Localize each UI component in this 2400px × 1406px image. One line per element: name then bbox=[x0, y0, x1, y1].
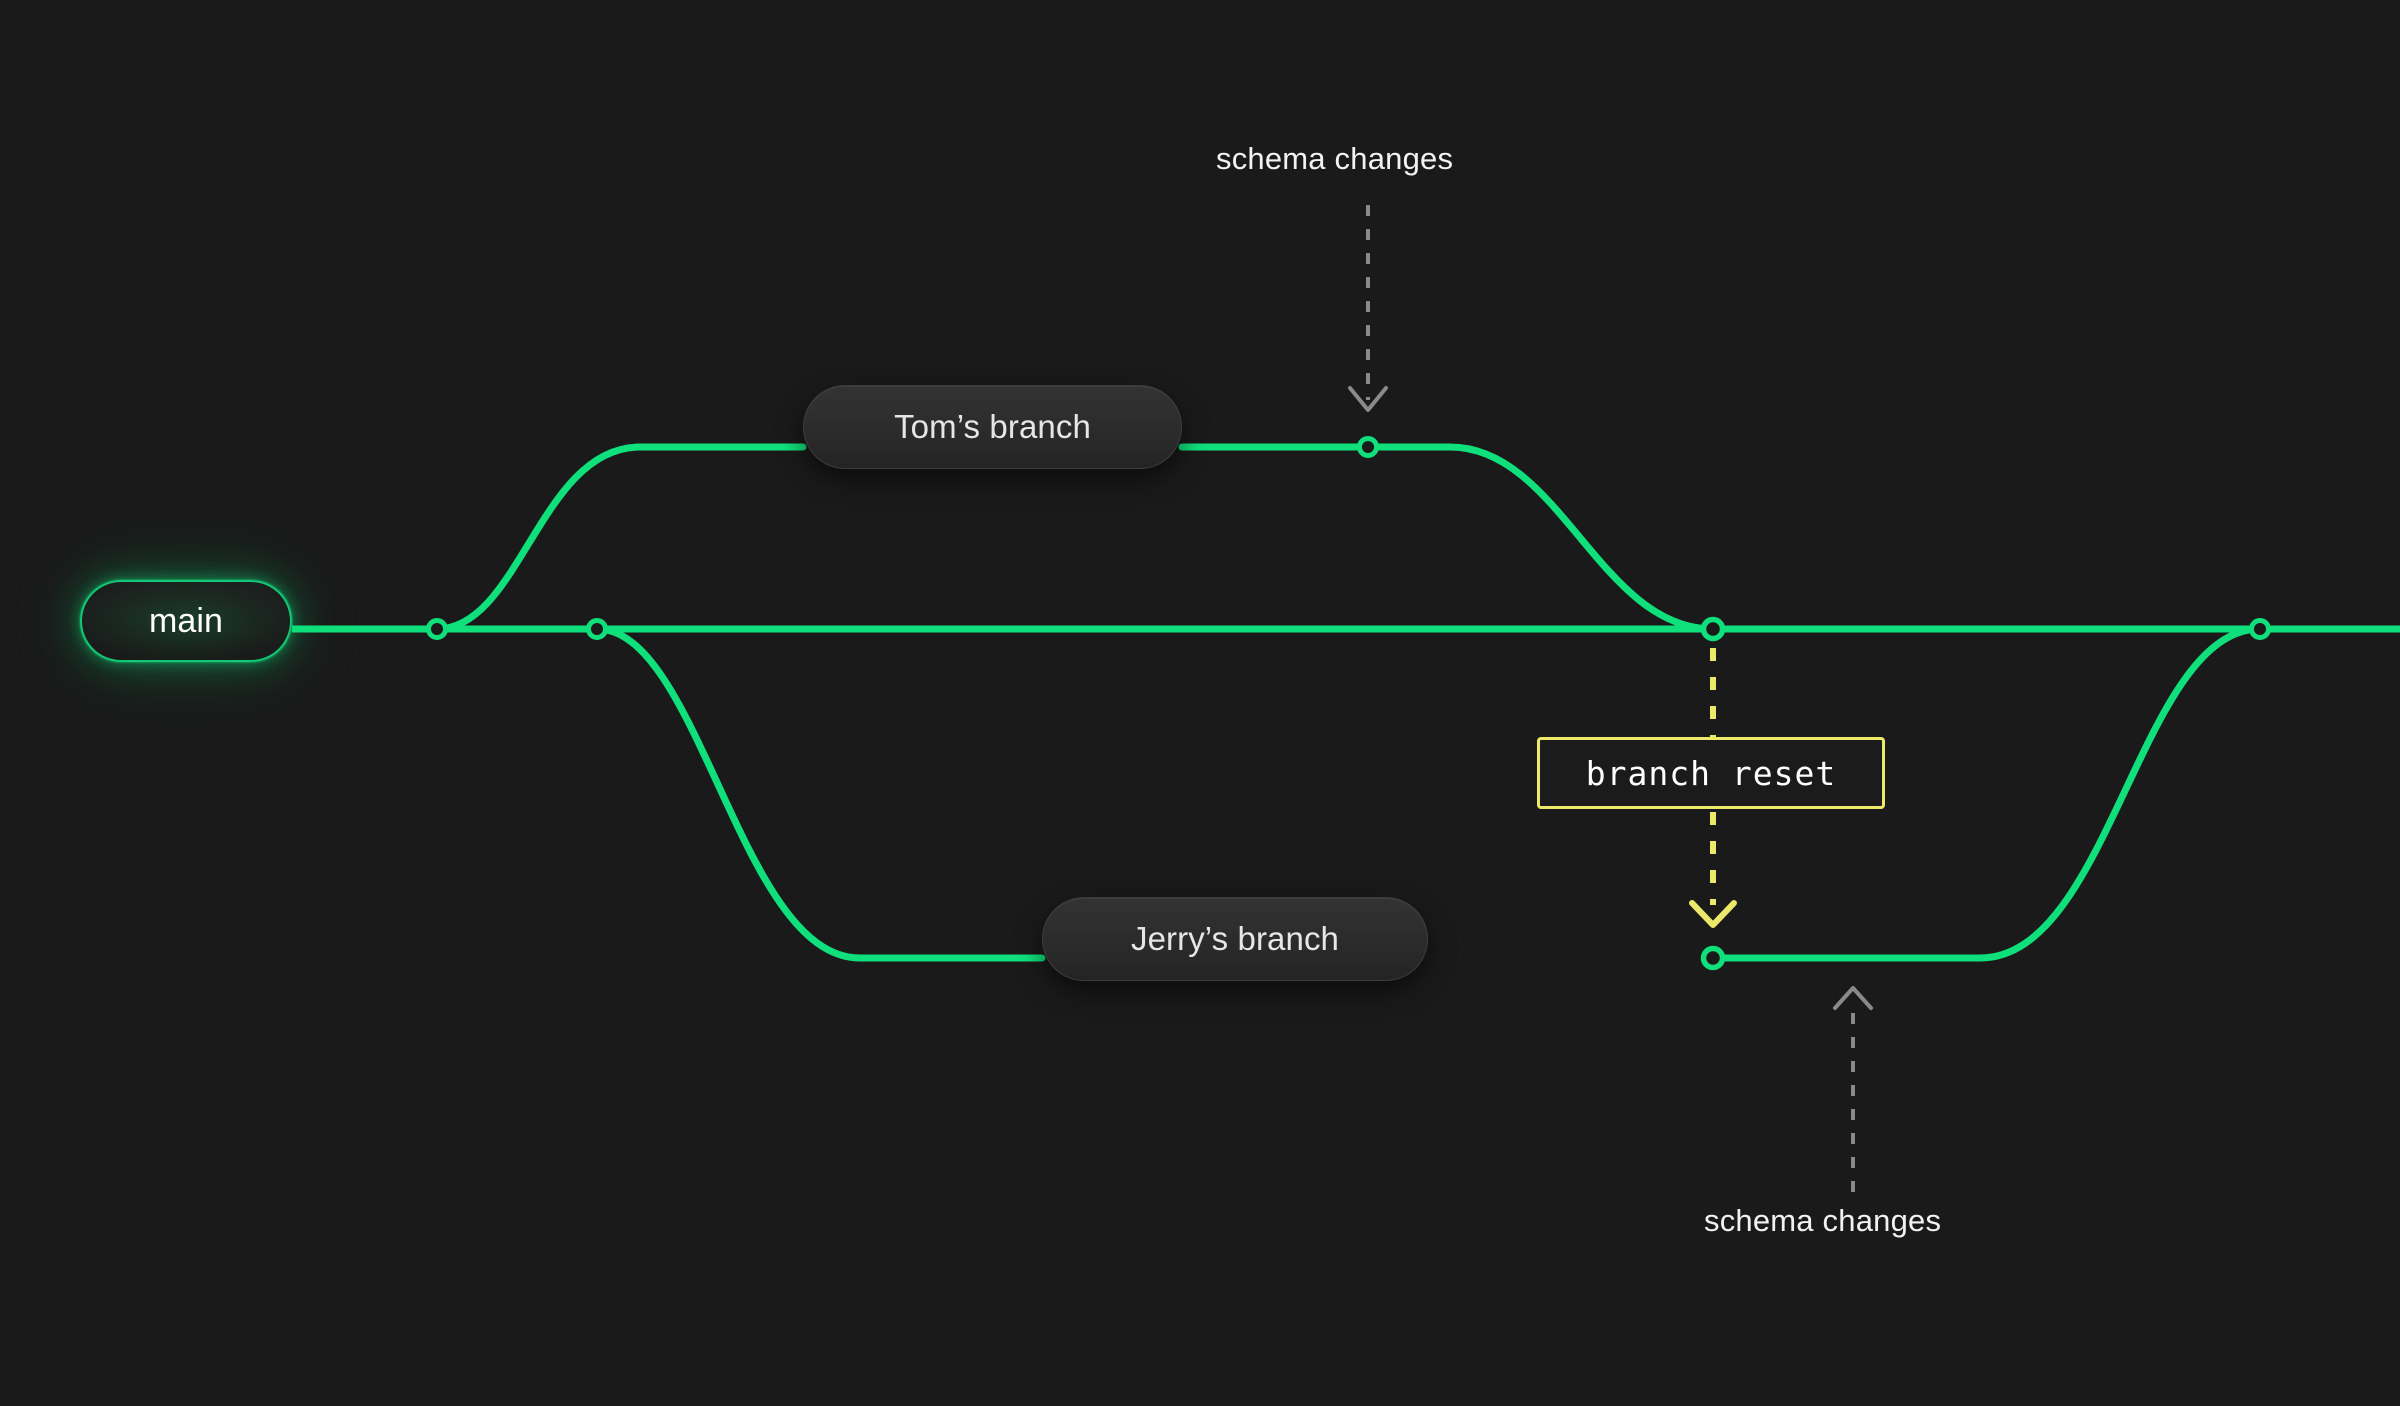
branch-pill-jerry[interactable]: Jerry’s branch bbox=[1042, 897, 1428, 981]
commit-nodes-group bbox=[426, 436, 2271, 971]
edge-main-to-jerry bbox=[593, 625, 1046, 962]
edge-jerry-to-main bbox=[1709, 625, 2264, 962]
annotation-arrow-top bbox=[1348, 205, 1388, 412]
arrow-up-head-icon bbox=[1833, 986, 1873, 1010]
arrow-down-head-icon bbox=[1348, 386, 1388, 412]
commit-node-main-fork-tom[interactable] bbox=[426, 618, 448, 640]
commit-node-jerry-reset-target[interactable] bbox=[1700, 945, 1726, 971]
commit-node-main-fork-jerry[interactable] bbox=[586, 618, 608, 640]
reset-arrow-head-icon bbox=[1689, 900, 1737, 928]
edge-tom-to-main bbox=[1178, 443, 1717, 633]
commit-node-main-reset-source[interactable] bbox=[1700, 616, 1726, 642]
branch-reset-callout-label: branch reset bbox=[1585, 753, 1837, 793]
reset-arrow bbox=[1689, 648, 1737, 928]
branch-pill-main[interactable]: main bbox=[80, 580, 292, 662]
branch-reset-callout[interactable]: branch reset bbox=[1537, 737, 1885, 809]
branch-pill-jerry-label: Jerry’s branch bbox=[1130, 920, 1340, 957]
annotation-label-top: schema changes bbox=[1216, 141, 1454, 176]
edge-main-to-tom bbox=[433, 443, 807, 633]
annotation-arrow-bottom bbox=[1833, 986, 1873, 1192]
commit-node-main-merge-jerry[interactable] bbox=[2249, 618, 2271, 640]
annotation-label-bottom: schema changes bbox=[1704, 1203, 1942, 1238]
branch-pill-tom-label: Tom’s branch bbox=[894, 408, 1091, 445]
commit-node-tom-branch[interactable] bbox=[1357, 436, 1379, 458]
branch-pill-tom[interactable]: Tom’s branch bbox=[803, 385, 1182, 469]
edges-group bbox=[292, 443, 2400, 962]
branch-pill-main-label: main bbox=[148, 601, 224, 640]
